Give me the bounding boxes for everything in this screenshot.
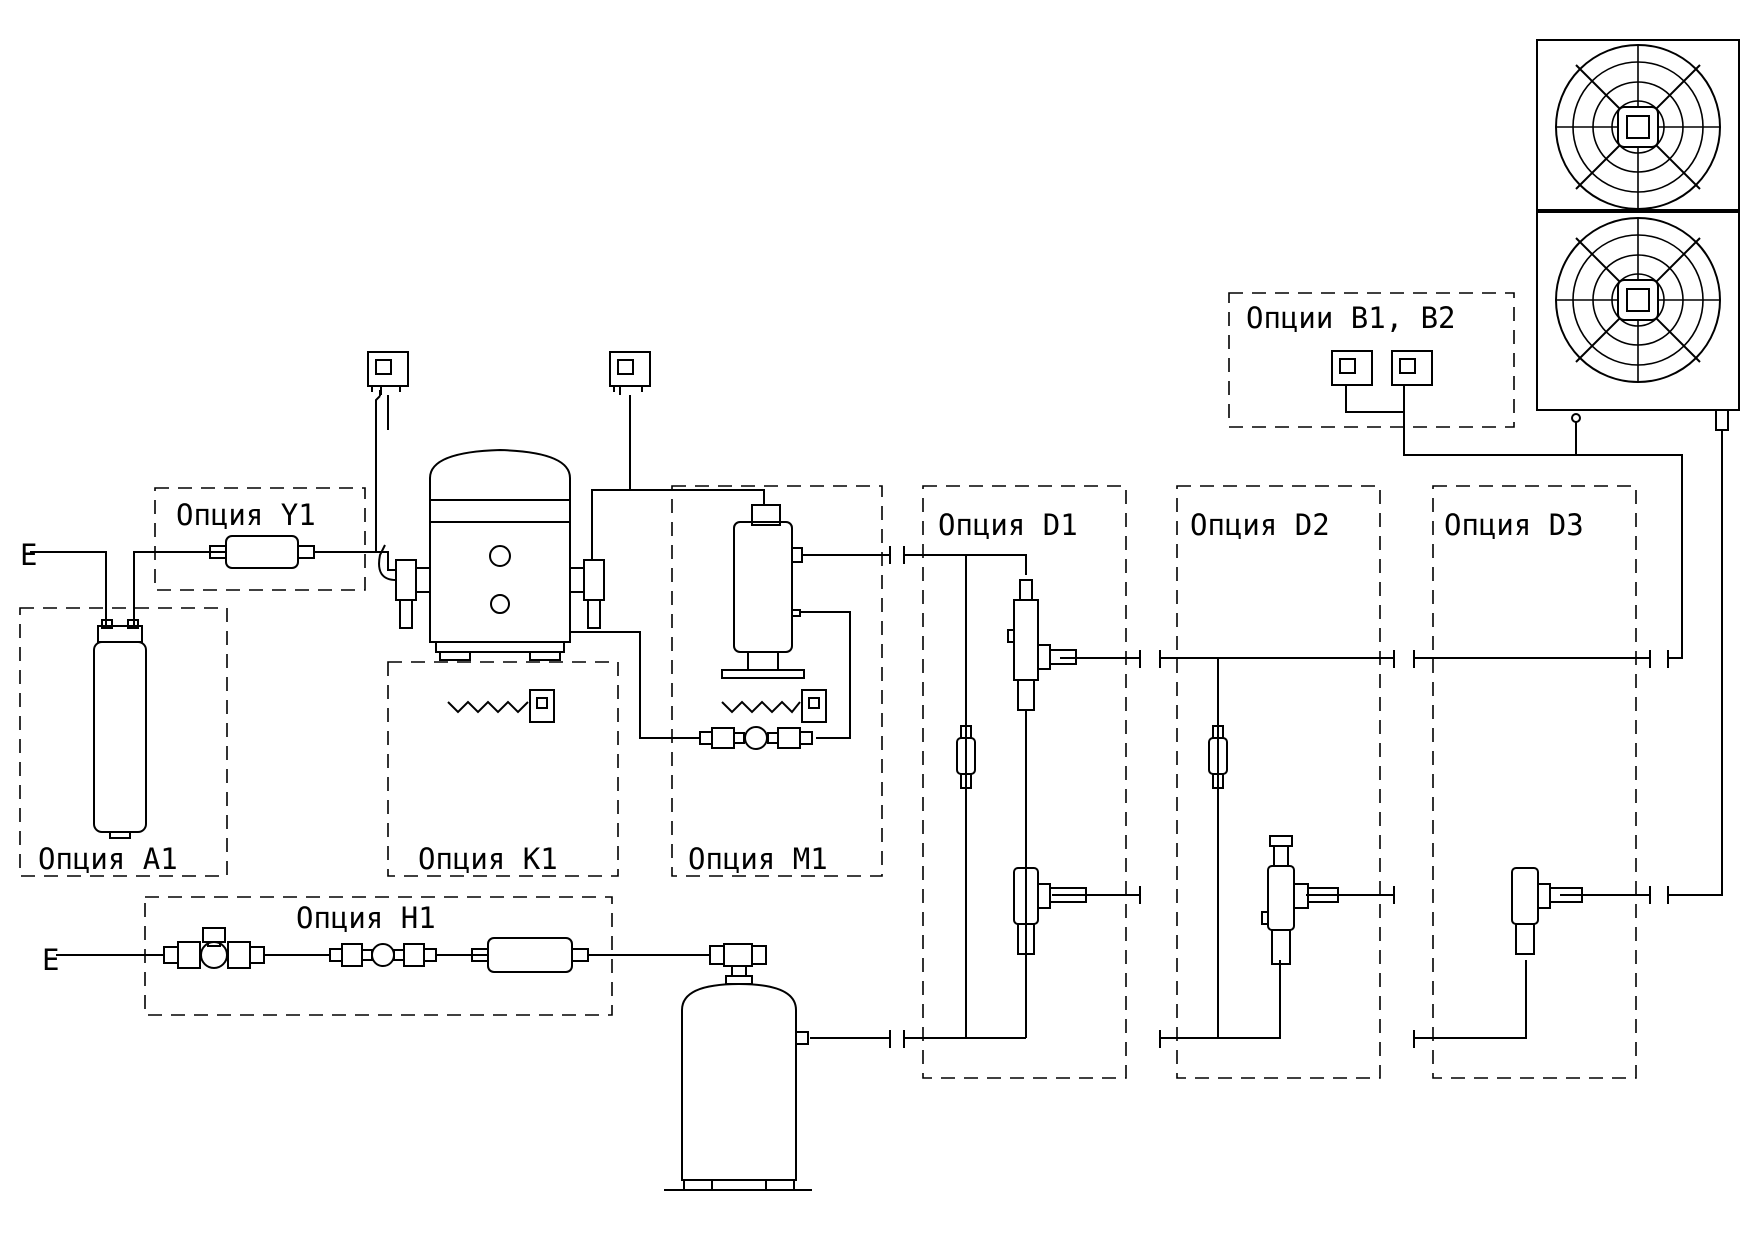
pressure-switch-icon xyxy=(367,351,409,395)
box-a1 xyxy=(19,607,228,877)
valve-icon xyxy=(1511,867,1583,955)
box-d2 xyxy=(1176,485,1381,1079)
heater-icon xyxy=(447,689,555,723)
box-d3 xyxy=(1432,485,1637,1079)
receiver xyxy=(664,943,812,1191)
label-d2: Опция D2 xyxy=(1190,508,1330,542)
fan-icon xyxy=(1555,44,1721,210)
sight-glass-icon xyxy=(1208,725,1228,789)
label-k1: Опция K1 xyxy=(418,842,558,876)
solenoid-valve-icon xyxy=(163,927,265,969)
pressure-switch-icon xyxy=(1391,350,1433,394)
label-d1: Опция D1 xyxy=(938,508,1078,542)
label-m1: Опция M1 xyxy=(688,842,828,876)
box-k1 xyxy=(387,661,619,877)
label-h1: Опция H1 xyxy=(296,901,436,935)
pressure-switch-icon xyxy=(1331,350,1373,394)
liquid-piping xyxy=(56,954,890,1039)
sight-glass-icon xyxy=(956,725,976,789)
sight-glass-icon xyxy=(699,726,813,750)
box-d1 xyxy=(922,485,1127,1079)
oil-separator xyxy=(721,504,805,679)
label-b: Опции B1, B2 xyxy=(1246,301,1456,335)
m1-piping xyxy=(387,395,890,739)
option-boxes xyxy=(19,292,1637,1079)
filter-drier-icon xyxy=(471,937,589,973)
d3-piping xyxy=(1345,394,1723,1039)
heater-icon xyxy=(721,689,827,723)
valve-icon xyxy=(1007,579,1077,711)
pressure-switch-icon xyxy=(609,351,651,395)
accumulator xyxy=(93,619,147,839)
filter-drier-icon xyxy=(209,535,315,569)
suction-piping xyxy=(30,390,396,626)
fan-icon xyxy=(1555,217,1721,383)
box-m1 xyxy=(671,485,883,877)
liquid-end-marker: E xyxy=(42,943,59,977)
valve-icon xyxy=(1261,835,1339,965)
label-y1: Опция Y1 xyxy=(176,498,316,532)
d2-piping xyxy=(1160,657,1394,1039)
option-labels: Опция Y1 Опция A1 Опция K1 Опция M1 Опци… xyxy=(20,301,1584,977)
compressor xyxy=(378,448,605,661)
label-d3: Опция D3 xyxy=(1444,508,1584,542)
valve-icon xyxy=(1013,867,1087,955)
d1-piping xyxy=(904,554,1140,1039)
sight-glass-icon xyxy=(329,943,437,967)
box-b xyxy=(1228,292,1515,428)
box-y1 xyxy=(154,487,366,591)
suction-end-marker: E xyxy=(20,538,37,572)
condenser-unit xyxy=(1536,39,1740,431)
label-a1: Опция A1 xyxy=(38,842,178,876)
